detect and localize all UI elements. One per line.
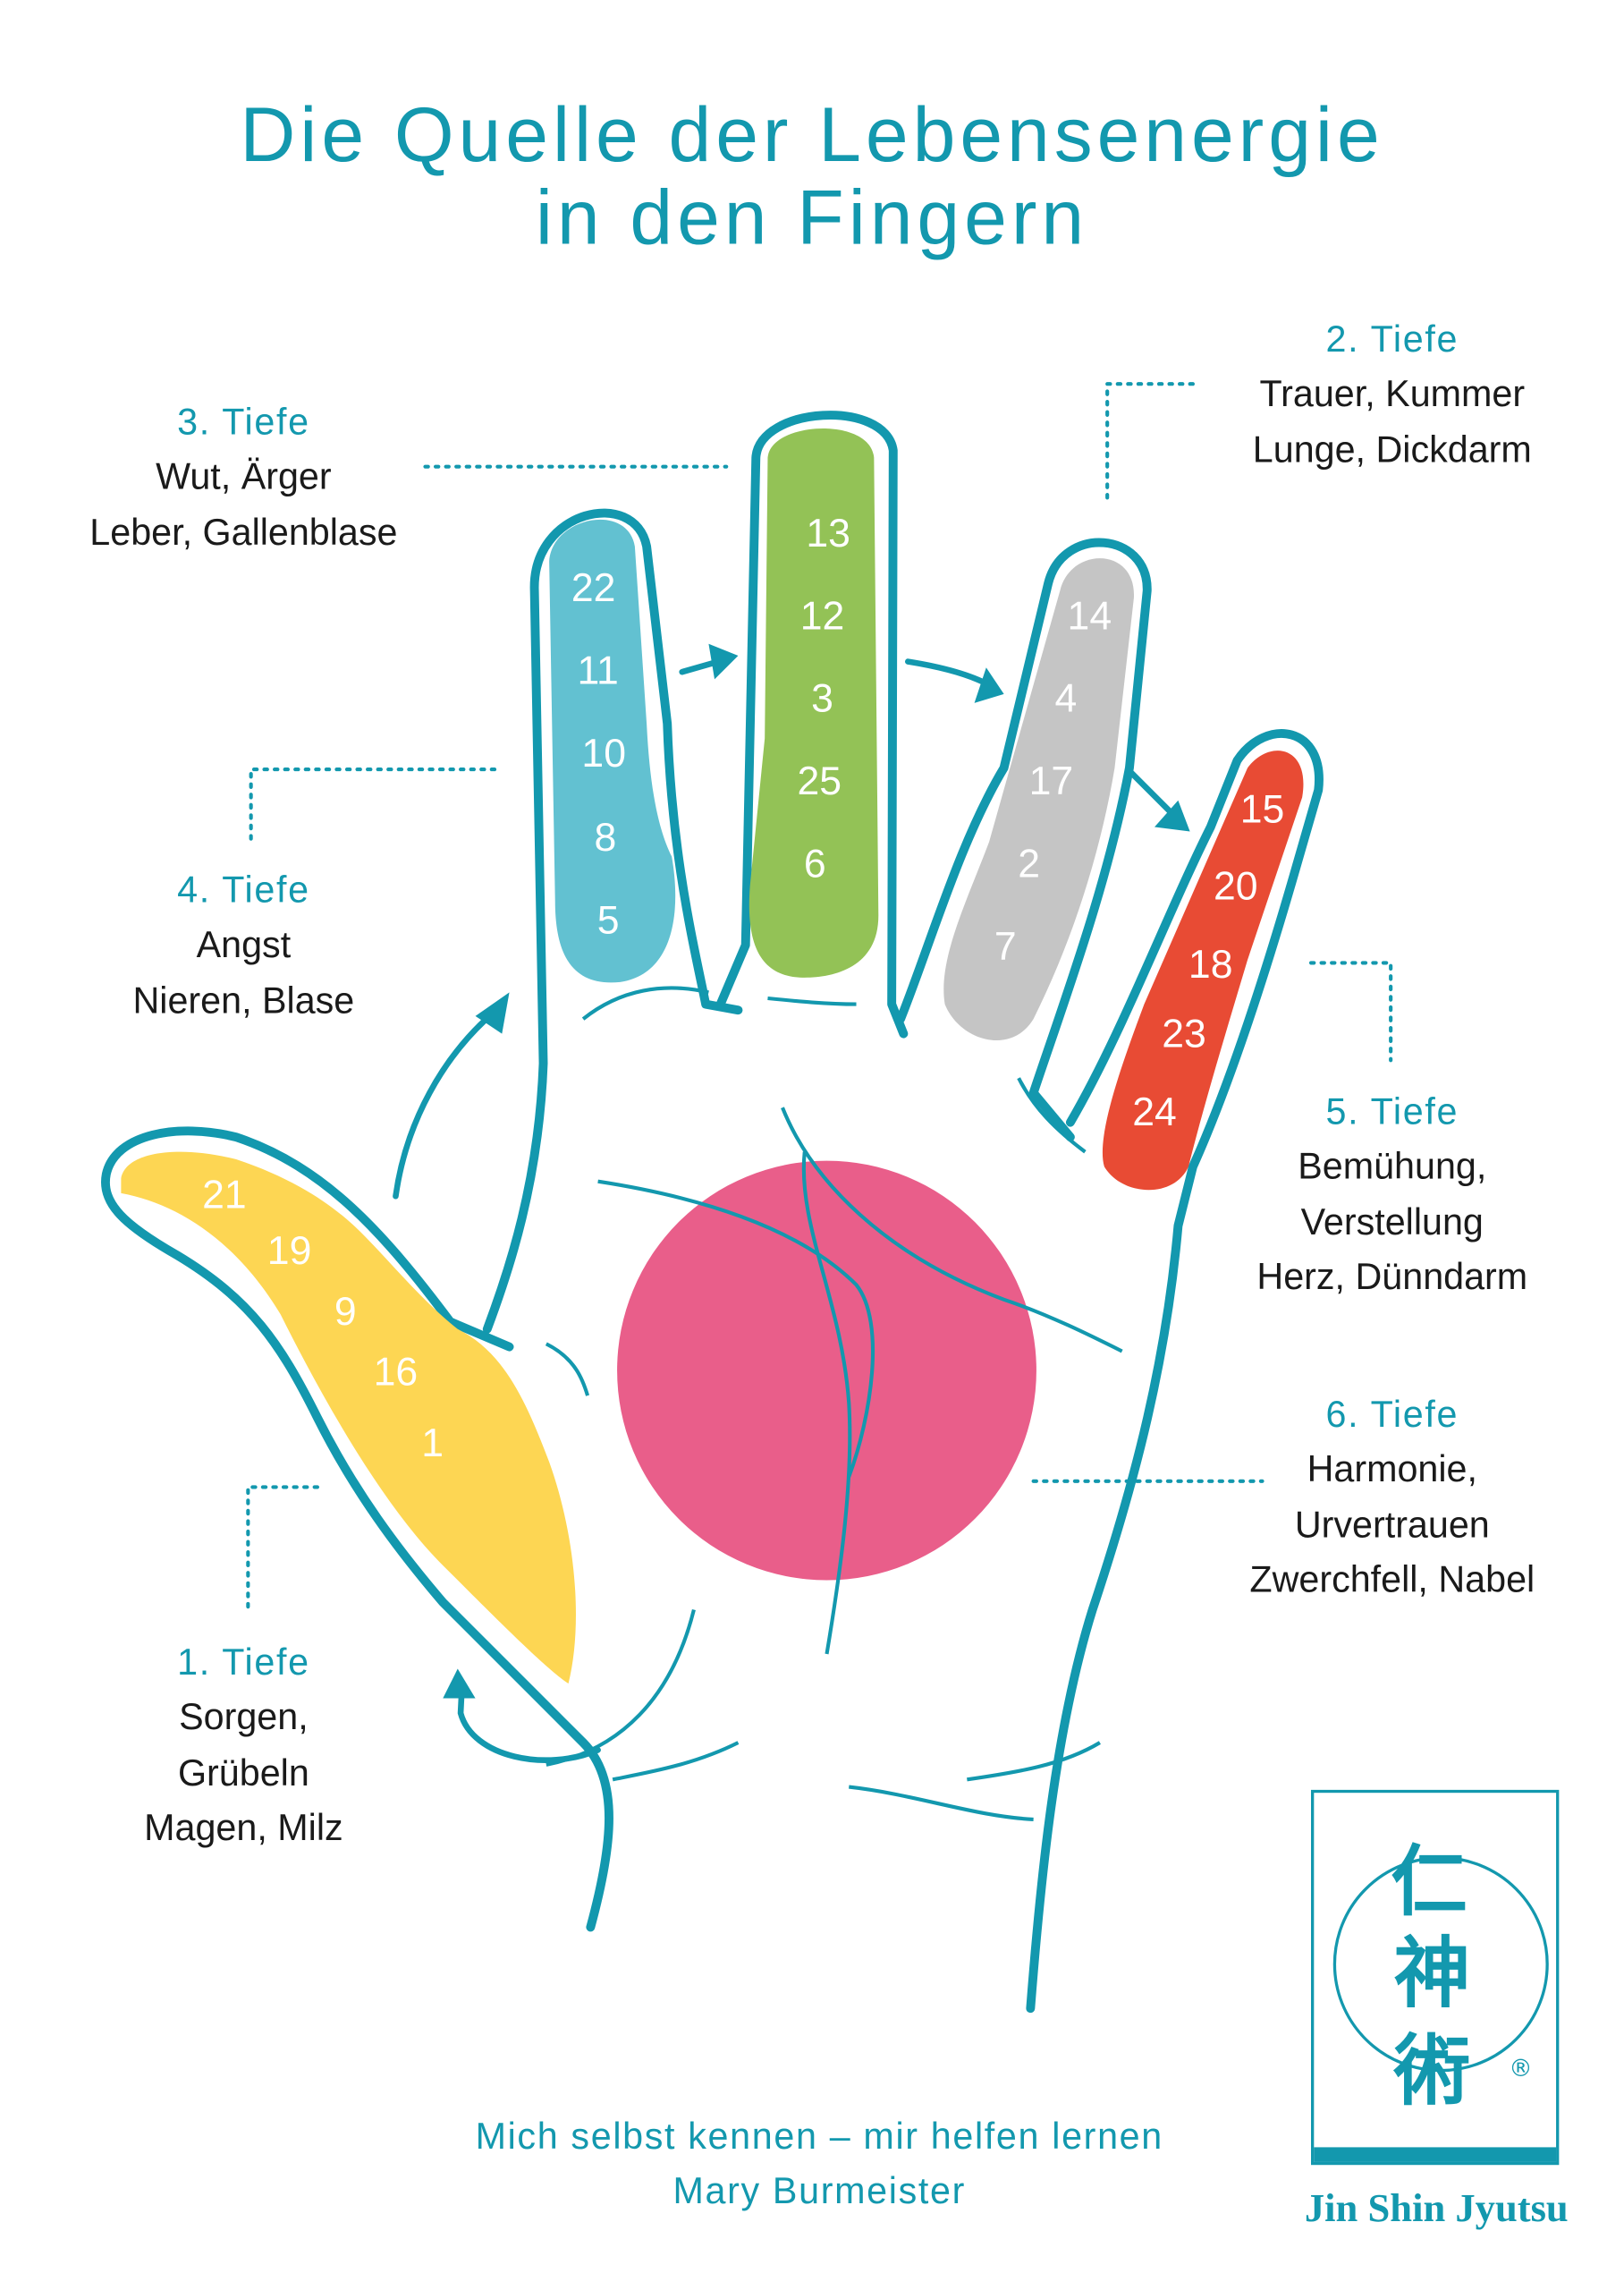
leader-lines [246,382,1393,1612]
middle-pad [749,428,879,978]
label-line: Sorgen, [179,1696,309,1739]
hand-outline [100,411,1324,2014]
logo-name: Jin Shin Jyutsu [1304,2185,1569,2230]
logo-emblem-icon: 仁 神 術 ® [1332,1836,1549,2116]
index-point: 11 [577,649,618,692]
label-depth4: 4. Tiefe Angst Nieren, Blase [22,869,465,1039]
thumb-pad [121,1151,576,1684]
label-heading: 6. Tiefe [1325,1394,1459,1436]
middle-point: 6 [804,843,826,886]
arrow-heads [443,643,1190,1699]
index-pad [549,519,676,983]
label-line: Wut, Ärger [156,456,332,498]
label-line: Urvertrauen [1294,1504,1490,1546]
little-point: 23 [1162,1012,1206,1056]
logo-bar [1314,2147,1557,2162]
ring-point: 7 [994,925,1017,969]
svg-text:神: 神 [1393,1928,1470,2018]
label-depth2: 2. Tiefe Trauer, Kummer Lunge, Dickdarm [1171,318,1613,488]
ring-point: 17 [1029,759,1074,803]
arrow-middle-to-ring [905,658,995,690]
little-point: 18 [1188,943,1233,987]
label-depth3: 3. Tiefe Wut, Ärger Leber, Gallenblase [22,404,465,570]
little-pad [1102,751,1304,1191]
little-point: 15 [1240,788,1285,832]
ring-pad [943,558,1134,1041]
point-numbers: 21 19 9 16 1 22 11 10 8 5 13 12 3 25 6 1… [202,512,1284,1465]
thumb-point: 1 [421,1421,444,1465]
leader-depth2 [1105,382,1195,505]
palm-center-circle [617,1160,1036,1581]
thumb-point: 19 [267,1229,312,1273]
label-line: Trauer, Kummer [1259,373,1526,415]
label-line: Bemühung, [1298,1146,1487,1188]
label-line: Grübeln [177,1751,309,1794]
svg-text:®: ® [1509,2055,1532,2082]
middle-point: 3 [811,677,833,721]
jin-shin-jyutsu-logo: 仁 神 術 ® [1310,1789,1560,2166]
middle-point: 25 [797,759,842,803]
label-line: Harmonie, [1307,1448,1477,1490]
index-point: 8 [594,816,616,860]
leader-depth4 [249,768,497,841]
ring-point: 4 [1055,677,1078,721]
index-point: 10 [581,732,626,776]
arrow-return-to-thumb [457,1680,601,1763]
ring-point: 2 [1018,843,1040,886]
index-point: 5 [597,898,620,942]
label-heading: 1. Tiefe [177,1641,310,1684]
label-heading: 5. Tiefe [1325,1091,1459,1133]
label-depth1: 1. Tiefe Sorgen, Grübeln Magen, Milz [22,1641,465,1866]
label-heading: 4. Tiefe [177,869,310,912]
label-depth5: 5. Tiefe Bemühung, Verstellung Herz, Dün… [1171,1091,1613,1315]
thumb-point: 9 [334,1290,357,1334]
label-line: Zwerchfell, Nabel [1249,1559,1535,1601]
title-line-1: Die Quelle der Lebensenergie [240,93,1384,179]
little-point: 20 [1214,864,1258,908]
middle-point: 12 [800,594,845,638]
leader-depth5 [1308,961,1393,1063]
title-line-2: in den Fingern [535,175,1089,262]
label-heading: 2. Tiefe [1325,318,1459,360]
svg-text:術: 術 [1392,2025,1470,2116]
label-line: Magen, Milz [144,1807,343,1849]
thumb-point: 16 [374,1351,419,1395]
label-line: Lunge, Dickdarm [1252,428,1532,471]
index-point: 22 [571,566,616,610]
leader-depth1 [246,1485,320,1612]
footer-motto: Mich selbst kennen – mir helfen lernen [475,2116,1163,2158]
thumb-point: 21 [202,1173,247,1217]
little-point: 24 [1132,1090,1177,1134]
label-line: Verstellung [1300,1201,1484,1243]
label-line: Leber, Gallenblase [89,512,398,554]
label-line: Angst [196,924,292,966]
middle-point: 13 [806,512,850,556]
label-line: Nieren, Blase [132,980,355,1022]
svg-text:仁: 仁 [1391,1836,1468,1927]
label-line: Herz, Dünndarm [1256,1256,1528,1299]
finger-pads [121,428,1304,1684]
footer-author: Mary Burmeister [672,2170,966,2213]
label-depth6: 6. Tiefe Harmonie, Urvertrauen Zwerchfel… [1171,1394,1613,1618]
label-heading: 3. Tiefe [177,402,310,444]
ring-point: 14 [1068,594,1112,638]
arrow-thumb-to-index [393,1008,498,1200]
